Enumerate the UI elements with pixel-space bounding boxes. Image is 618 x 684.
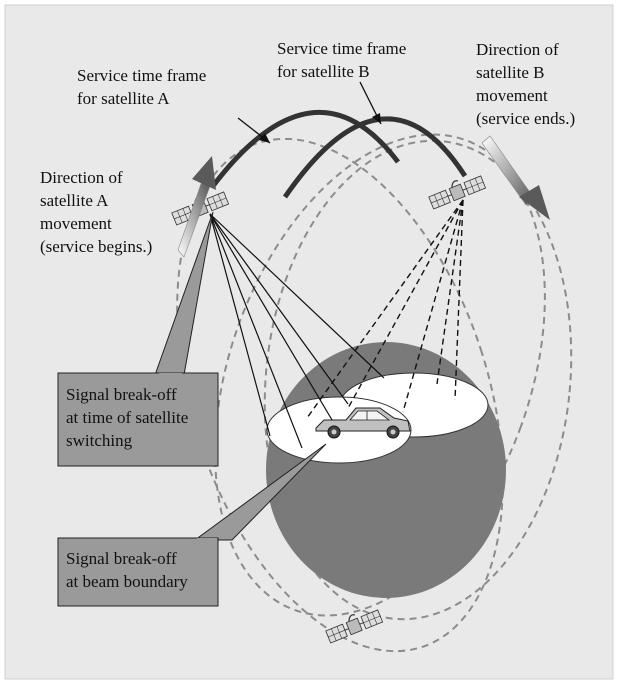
label-service-time-frame-b: Service time frame for satellite B: [277, 39, 411, 81]
arrow-direction-a: [177, 156, 216, 258]
label-direction-satellite-b: Direction of satellite B movement (servi…: [476, 40, 575, 128]
callout-text-boundary: Signal break-off at beam boundary: [66, 549, 188, 591]
service-arc-satellite-a: [211, 110, 400, 188]
leader-service-a: [237, 117, 271, 144]
callout-text-switching: Signal break-off at time of satellite sw…: [66, 385, 193, 450]
car-icon: [315, 407, 411, 439]
callout-box-boundary: [57, 537, 219, 607]
orbit-satellite-c: [263, 139, 573, 621]
label-service-time-frame-a: Service time frame for satellite A: [77, 66, 211, 108]
label-direction-satellite-a: Direction of satellite A movement (servi…: [40, 168, 152, 256]
arrow-direction-b: [481, 135, 550, 220]
leader-service-b: [359, 81, 382, 125]
callout-box-switching: [57, 372, 219, 467]
beams-satellite-b: [306, 199, 464, 419]
